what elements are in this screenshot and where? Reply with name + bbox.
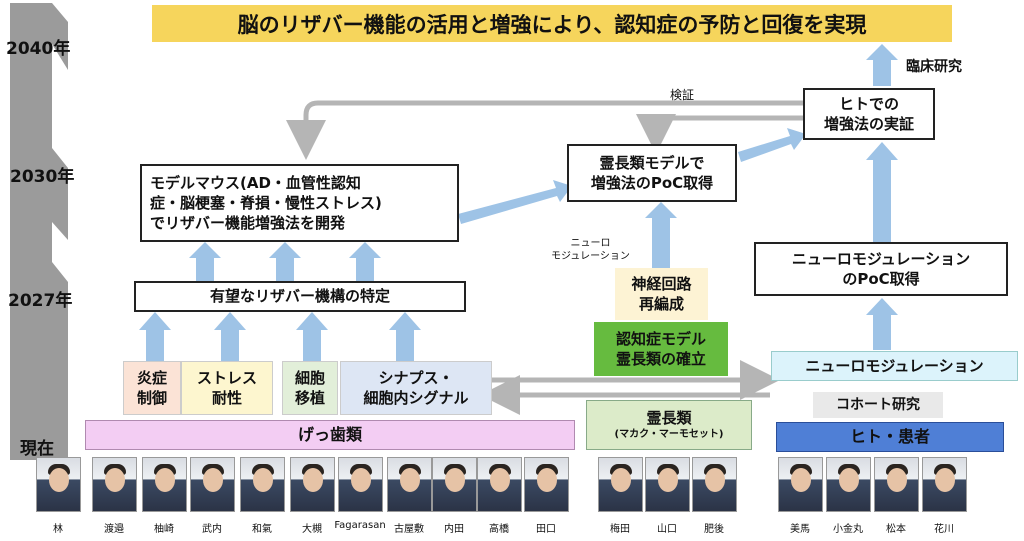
neuromod-small-label: ニューロ モジュレーション <box>551 238 630 262</box>
person-photo <box>524 457 569 512</box>
person-name: 高橋 <box>489 524 509 535</box>
cell-transplant-box: 細胞 移植 <box>282 361 338 415</box>
primates-title: 霊長類 <box>646 409 692 428</box>
person-photo <box>692 457 737 512</box>
person-photo <box>874 457 919 512</box>
clinical-research-label: 臨床研究 <box>906 59 962 75</box>
person-photo <box>645 457 690 512</box>
rodents-box: げっ歯類 <box>85 420 575 450</box>
person-name: 肥後 <box>704 524 724 535</box>
person-name: 花川 <box>934 524 954 535</box>
person-photo <box>826 457 871 512</box>
person-name: 松本 <box>886 524 906 535</box>
cohort-box: コホート研究 <box>813 392 943 418</box>
page-title: 脳のリザバー機能の活用と増強により、認知症の予防と回復を実現 <box>237 12 867 37</box>
reservoir-mechanism-box: 有望なリザバー機構の特定 <box>134 281 466 312</box>
dementia-model-box: 認知症モデル 霊長類の確立 <box>594 322 728 376</box>
person-name: 田口 <box>536 524 556 535</box>
person-name: 渡邉 <box>104 524 124 535</box>
person-photo <box>432 457 477 512</box>
year-2027: 2027年 <box>8 291 73 311</box>
model-mouse-box: モデルマウス(AD・血管性認知 症・脳梗塞・脊損・慢性ストレス) でリザバー機能… <box>140 164 459 242</box>
person-photo <box>36 457 81 512</box>
neuromod-poc-box: ニューロモジュレーション のPoC取得 <box>754 242 1008 296</box>
person-photo <box>290 457 335 512</box>
primate-poc-box: 霊長類モデルで 増強法のPoC取得 <box>567 144 737 202</box>
person-name: 古屋敷 <box>394 524 424 535</box>
person-name: 美馬 <box>790 524 810 535</box>
person-photo <box>922 457 967 512</box>
person-name: Fagarasan <box>334 520 386 531</box>
year-now: 現在 <box>20 439 54 459</box>
primates-box: 霊長類 (マカク・マーモセット) <box>586 400 752 450</box>
person-name: 林 <box>53 524 63 535</box>
inflammation-box: 炎症 制御 <box>123 361 181 415</box>
person-photo <box>190 457 235 512</box>
person-name: 柚崎 <box>154 524 174 535</box>
year-2040: 2040年 <box>6 39 71 59</box>
synapse-box: シナプス・ 細胞内シグナル <box>340 361 492 415</box>
person-photo <box>92 457 137 512</box>
person-name: 武内 <box>202 524 222 535</box>
stress-box: ストレス 耐性 <box>181 361 273 415</box>
verification-label: 検証 <box>670 88 695 102</box>
person-name: 大槻 <box>302 524 322 535</box>
person-photo <box>338 457 383 512</box>
person-photo <box>387 457 432 512</box>
neuromodulation-box: ニューロモジュレーション <box>771 351 1018 381</box>
neural-circuit-box: 神経回路 再編成 <box>615 268 708 320</box>
person-photo <box>598 457 643 512</box>
person-photo <box>778 457 823 512</box>
year-2030: 2030年 <box>10 167 75 187</box>
human-patients-box: ヒト・患者 <box>776 422 1004 452</box>
person-name: 梅田 <box>610 524 630 535</box>
person-name: 内田 <box>444 524 464 535</box>
human-enhancement-box: ヒトでの 増強法の実証 <box>803 88 935 140</box>
person-photo <box>240 457 285 512</box>
title-banner: 脳のリザバー機能の活用と増強により、認知症の予防と回復を実現 <box>152 5 952 42</box>
person-name: 小金丸 <box>833 524 863 535</box>
person-name: 山口 <box>657 524 677 535</box>
person-photo <box>477 457 522 512</box>
primates-subtitle: (マカク・マーモセット) <box>614 429 724 441</box>
person-photo <box>142 457 187 512</box>
person-name: 和氣 <box>252 524 272 535</box>
